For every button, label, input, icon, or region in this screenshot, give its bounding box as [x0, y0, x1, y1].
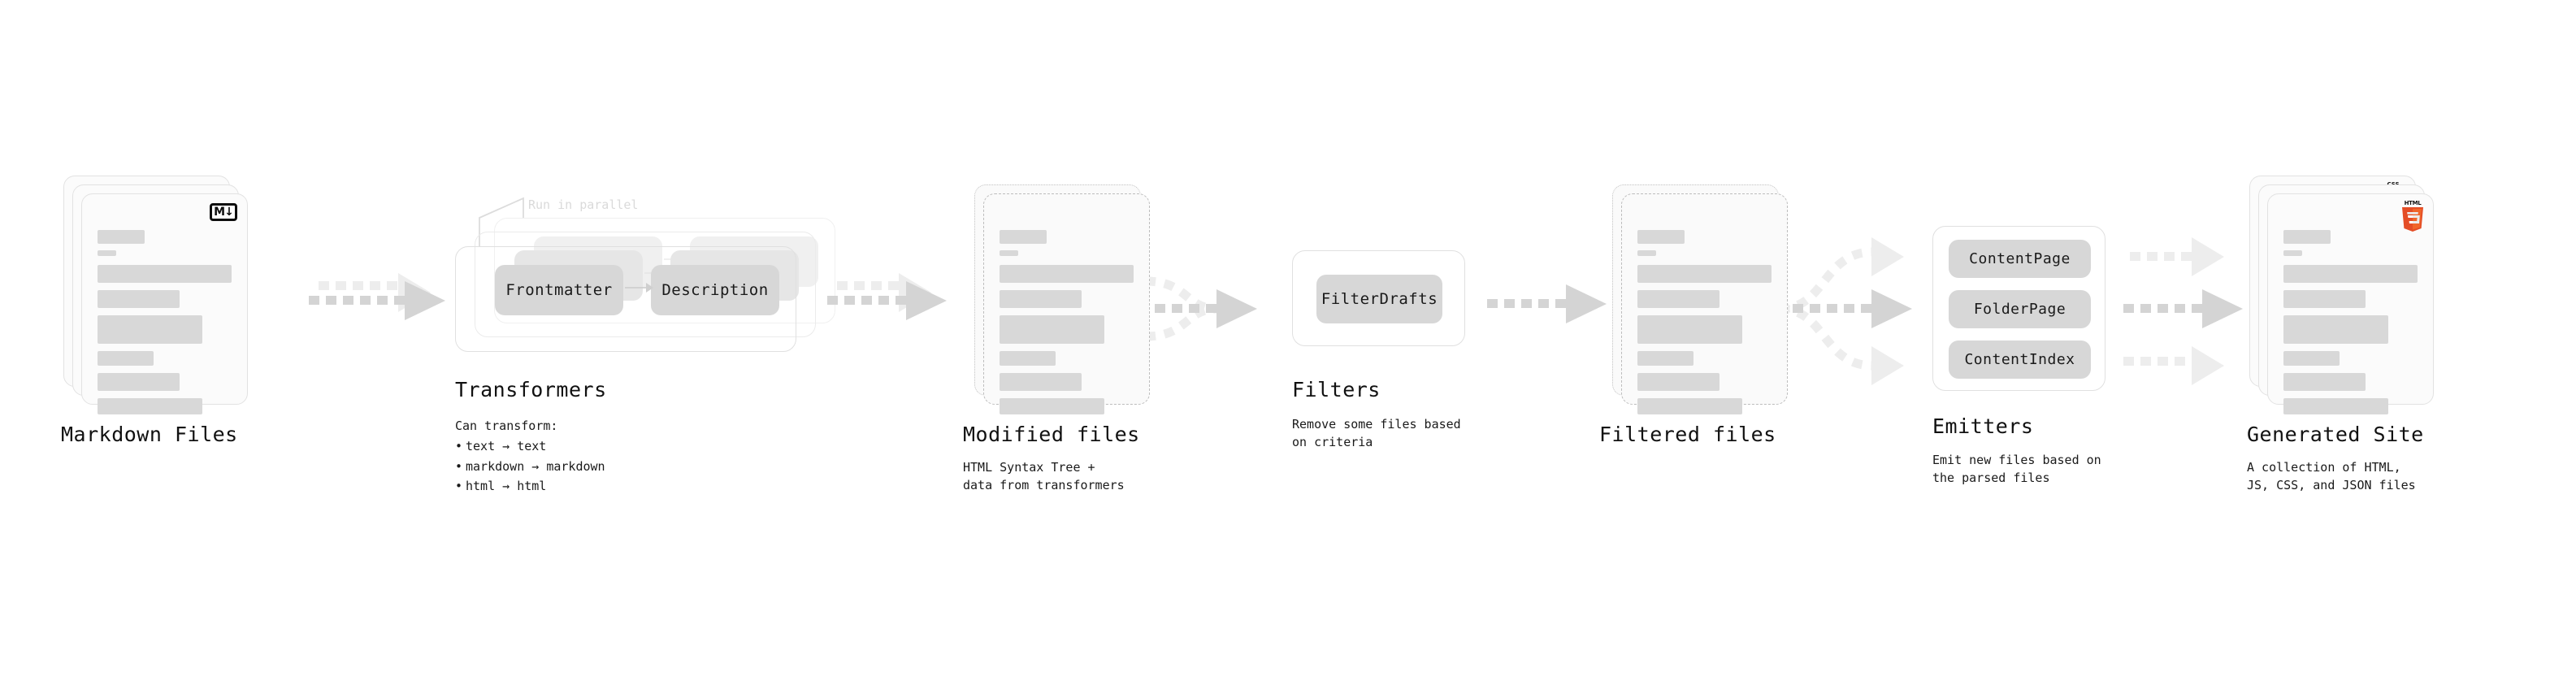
stage-title-markdown-files: Markdown Files [61, 423, 238, 446]
modified-file-card-front [983, 193, 1150, 414]
stage-subtitle-filters: Remove some files based on criteria [1292, 417, 1461, 449]
bullets-header: Can transform: [455, 419, 558, 433]
arrow-modified-to-filters [1138, 276, 1257, 341]
stage-title-filtered-files: Filtered files [1599, 423, 1776, 446]
arrow-emitters-to-site [2123, 237, 2243, 385]
transformer-layer-front: Frontmatter Description [455, 246, 796, 352]
transformer-node-frontmatter[interactable]: Frontmatter [495, 265, 623, 315]
transformer-node-description[interactable]: Description [651, 265, 779, 315]
filters-group: FilterDrafts [1292, 250, 1465, 346]
emitter-node-contentindex[interactable]: ContentIndex [1949, 340, 2091, 379]
emitter-node-contentpage[interactable]: ContentPage [1949, 240, 2091, 278]
markdown-logo-icon: M↓ [210, 203, 237, 221]
stage-title-transformers: Transformers [455, 378, 607, 401]
bullet-item: html → html [455, 476, 605, 497]
generated-file-card-front: HTML [2267, 193, 2434, 414]
html5-logo-icon: HTML [2400, 200, 2425, 232]
arrow-filters-to-filtered [1487, 284, 1607, 323]
stage-title-generated-site: Generated Site [2247, 423, 2424, 446]
file-content-placeholder [1000, 230, 1134, 414]
file-content-placeholder [2283, 230, 2418, 414]
arrow-markdown-to-transformers [309, 273, 445, 320]
parallel-bracket-icon [479, 197, 524, 247]
transformers-group: Frontmatter Description [455, 218, 837, 352]
stage-title-modified-files: Modified files [963, 423, 1140, 446]
stage-subtitle-modified-files: HTML Syntax Tree + data from transformer… [963, 460, 1125, 492]
bullet-item: text → text [455, 436, 605, 457]
stage-subtitle-emitters: Emit new files based on the parsed files [1932, 453, 2101, 485]
markdown-file-card-front: M↓ [81, 193, 248, 414]
run-in-parallel-label: Run in parallel [528, 197, 639, 212]
stage-title-filters: Filters [1292, 378, 1381, 401]
arrow-transformers-to-modified [827, 273, 947, 320]
stage-title-emitters: Emitters [1932, 414, 2034, 438]
transformers-bullet-list: Can transform: text → text markdown → ma… [455, 416, 605, 496]
file-content-placeholder [98, 230, 232, 414]
bullet-item: markdown → markdown [455, 457, 605, 477]
emitter-node-folderpage[interactable]: FolderPage [1949, 290, 2091, 328]
filter-node-filterdrafts[interactable]: FilterDrafts [1316, 275, 1442, 323]
filtered-file-card-front [1621, 193, 1788, 414]
arrow-filtered-to-emitters-fanout [1776, 237, 1912, 385]
file-content-placeholder [1637, 230, 1772, 414]
stage-subtitle-generated-site: A collection of HTML, JS, CSS, and JSON … [2247, 460, 2416, 492]
transformer-inner-arrow-icon [625, 283, 653, 293]
emitters-group: ContentPage FolderPage ContentIndex [1932, 226, 2105, 391]
